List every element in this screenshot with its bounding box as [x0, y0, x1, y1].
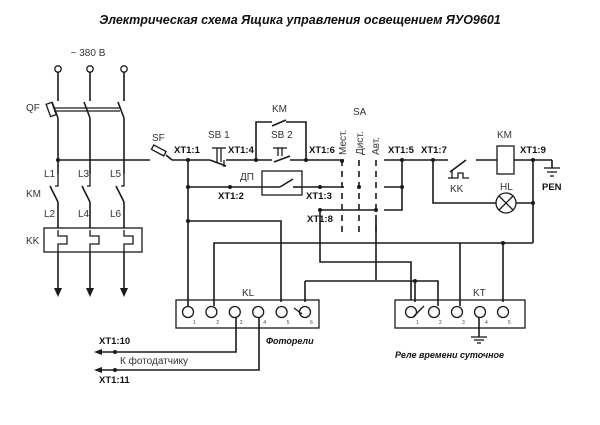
- line-l2-label: L2: [44, 209, 56, 220]
- kl-caption: Фоторели: [266, 336, 314, 346]
- kl-pin-3: [228, 305, 241, 319]
- kt-pin-label: 1: [416, 320, 419, 326]
- dp-label: ДП: [240, 172, 254, 183]
- kk-contact-label: KK: [450, 184, 464, 195]
- output-arrow-1: [54, 288, 62, 297]
- kt-pin-label: 2: [439, 320, 442, 326]
- kt-pin-label: 3: [462, 320, 465, 326]
- sf-label: SF: [152, 133, 165, 144]
- line-l6-label: L6: [110, 209, 122, 220]
- sa-pos-local: Мест.: [338, 130, 349, 155]
- output-arrow-2: [86, 288, 94, 297]
- km-power-contacts: KM: [26, 174, 125, 203]
- kt-pin-4: [473, 305, 487, 319]
- terminal-xt1-9: XT1:9: [520, 145, 546, 156]
- sb1-stop-button: SB 1: [208, 130, 230, 167]
- hl-lamp: HL: [495, 182, 517, 214]
- kl-photo-relay: KL 1 2 3 4 5 6 Фоторели: [175, 288, 320, 346]
- kt-caption: Реле времени суточное: [395, 350, 504, 360]
- kt-pin-label: 5: [508, 320, 511, 326]
- kt-pin-2: [427, 305, 441, 319]
- terminal-xt1-2: XT1:2: [218, 191, 244, 202]
- kk-thermal-contact: KK: [448, 155, 476, 195]
- kt-label: KT: [473, 288, 486, 299]
- kt-pin-5: [496, 305, 510, 319]
- kl-pin-5: [275, 305, 288, 319]
- sensor-arrow-2: [94, 367, 102, 373]
- km-hold-label: KM: [272, 104, 287, 115]
- sensor-label: К фотодатчику: [120, 355, 188, 367]
- kl-pin-6: [298, 305, 312, 319]
- km-coil: KM: [496, 130, 515, 175]
- kl-pin-label: 4: [263, 320, 266, 326]
- line-l1-label: L1: [44, 169, 56, 180]
- kl-pin-label: 3: [240, 320, 243, 326]
- kt-pin-3: [450, 305, 464, 319]
- terminal-xt1-8: XT1:8: [307, 214, 333, 225]
- supply-terminal-2: [86, 65, 94, 73]
- terminal-xt1-10: XT1:10: [99, 336, 130, 347]
- pen-ground: PEN: [542, 160, 562, 193]
- qf-breaker: QF: [26, 101, 125, 119]
- kl-pin-4: [252, 305, 265, 319]
- sa-selector-switch: SA Мест. Дист. Авт.: [338, 107, 382, 232]
- sa-pos-auto: Авт.: [371, 137, 382, 155]
- terminal-xt1-4: XT1:4: [228, 145, 255, 156]
- sb2-label: SB 2: [271, 130, 293, 141]
- km-power-label: KM: [26, 189, 41, 200]
- line-l4-label: L4: [78, 209, 90, 220]
- supply-terminal-3: [120, 65, 128, 73]
- kt-pin-1: [404, 305, 418, 319]
- kl-label: KL: [242, 288, 255, 299]
- terminal-xt1-7: XT1:7: [421, 145, 447, 156]
- sb2-start-button: SB 2: [271, 130, 293, 163]
- kl-pin-label: 1: [193, 320, 196, 326]
- kk-thermal-relay: KK: [26, 227, 143, 253]
- kl-pin-label: 6: [310, 320, 313, 326]
- supply-voltage-label: ~ 380 В: [71, 48, 106, 59]
- diagram-title: Электрическая схема Ящика управления осв…: [99, 13, 501, 27]
- sb1-label: SB 1: [208, 130, 230, 141]
- kt-pin-label: 4: [485, 320, 488, 326]
- supply-terminals: [54, 65, 128, 73]
- kl-pin-1: [181, 305, 195, 319]
- terminal-xt1-11: XT1:11: [99, 375, 130, 386]
- supply-terminal-1: [54, 65, 62, 73]
- hl-label: HL: [500, 182, 513, 193]
- sa-pos-remote: Дист.: [355, 131, 366, 155]
- kl-pin-label: 2: [216, 320, 219, 326]
- kl-pin-label: 5: [287, 320, 290, 326]
- pen-label: PEN: [542, 182, 562, 193]
- terminal-xt1-5: XT1:5: [388, 145, 415, 156]
- sf-fuse: SF: [150, 133, 173, 161]
- km-coil-label: KM: [497, 130, 512, 141]
- output-arrow-3: [120, 288, 128, 297]
- kk-power-label: KK: [26, 236, 40, 247]
- line-l3-label: L3: [78, 169, 90, 180]
- dp-photo-contact: ДП: [240, 170, 303, 196]
- kl-pin-2: [205, 305, 218, 319]
- terminal-xt1-6: XT1:6: [309, 145, 335, 156]
- sa-label: SA: [353, 107, 367, 118]
- sensor-arrow-1: [94, 349, 102, 355]
- km-hold-contact: KM: [255, 104, 307, 160]
- terminal-xt1-1: XT1:1: [174, 145, 201, 156]
- terminal-xt1-3: XT1:3: [306, 191, 332, 202]
- line-l5-label: L5: [110, 169, 122, 180]
- qf-label: QF: [26, 103, 40, 114]
